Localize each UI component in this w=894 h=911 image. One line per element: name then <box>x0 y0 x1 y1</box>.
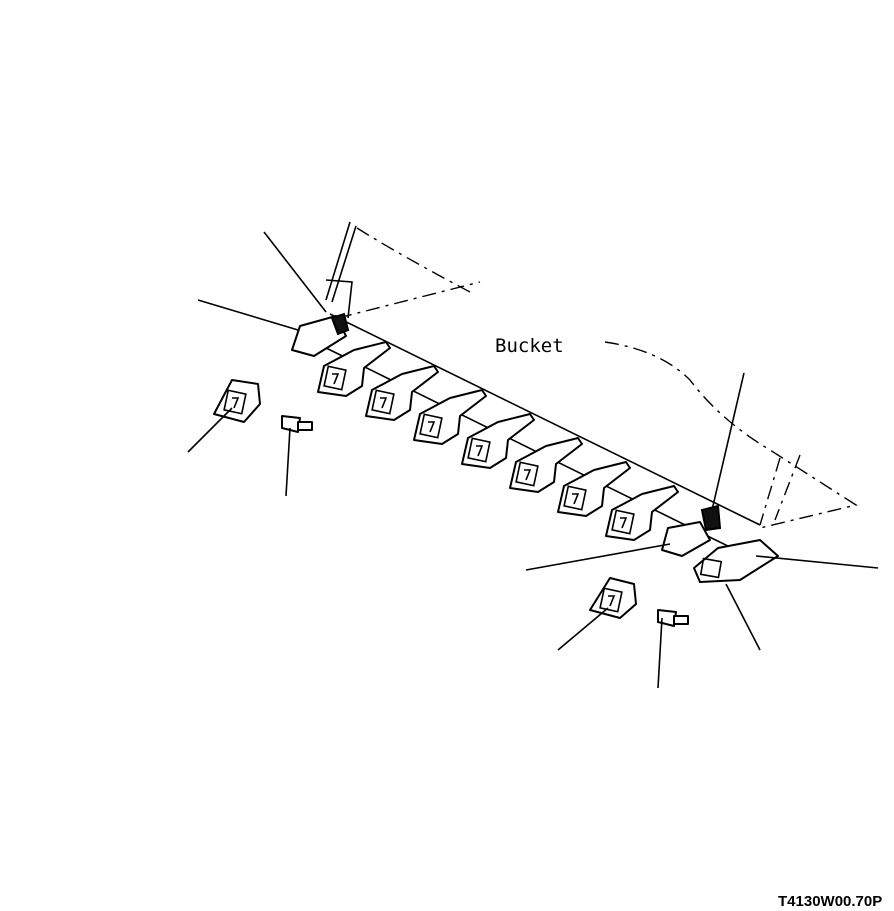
left-side-protector <box>291 279 353 357</box>
bucket-tooth <box>509 437 583 493</box>
bucket-outline <box>325 221 858 529</box>
right-side-protector <box>661 504 722 557</box>
leader-lines <box>187 231 879 689</box>
bucket-tooth <box>365 365 439 421</box>
bucket-label: Bucket <box>495 335 564 357</box>
drawing-code: T4130W00.70P <box>778 893 882 910</box>
bucket-tooth <box>413 389 487 445</box>
teeth-row <box>317 341 679 541</box>
left-pin <box>281 415 313 433</box>
bucket-tooth <box>605 485 679 541</box>
bucket-tooth <box>461 413 535 469</box>
bucket-tooth <box>557 461 631 517</box>
bucket-lip <box>317 313 761 553</box>
right-pin <box>657 609 689 627</box>
right-end-tooth <box>693 539 779 583</box>
right-exploded-tooth <box>589 577 637 619</box>
left-exploded-tooth <box>213 379 261 423</box>
bucket-tooth <box>317 341 391 397</box>
